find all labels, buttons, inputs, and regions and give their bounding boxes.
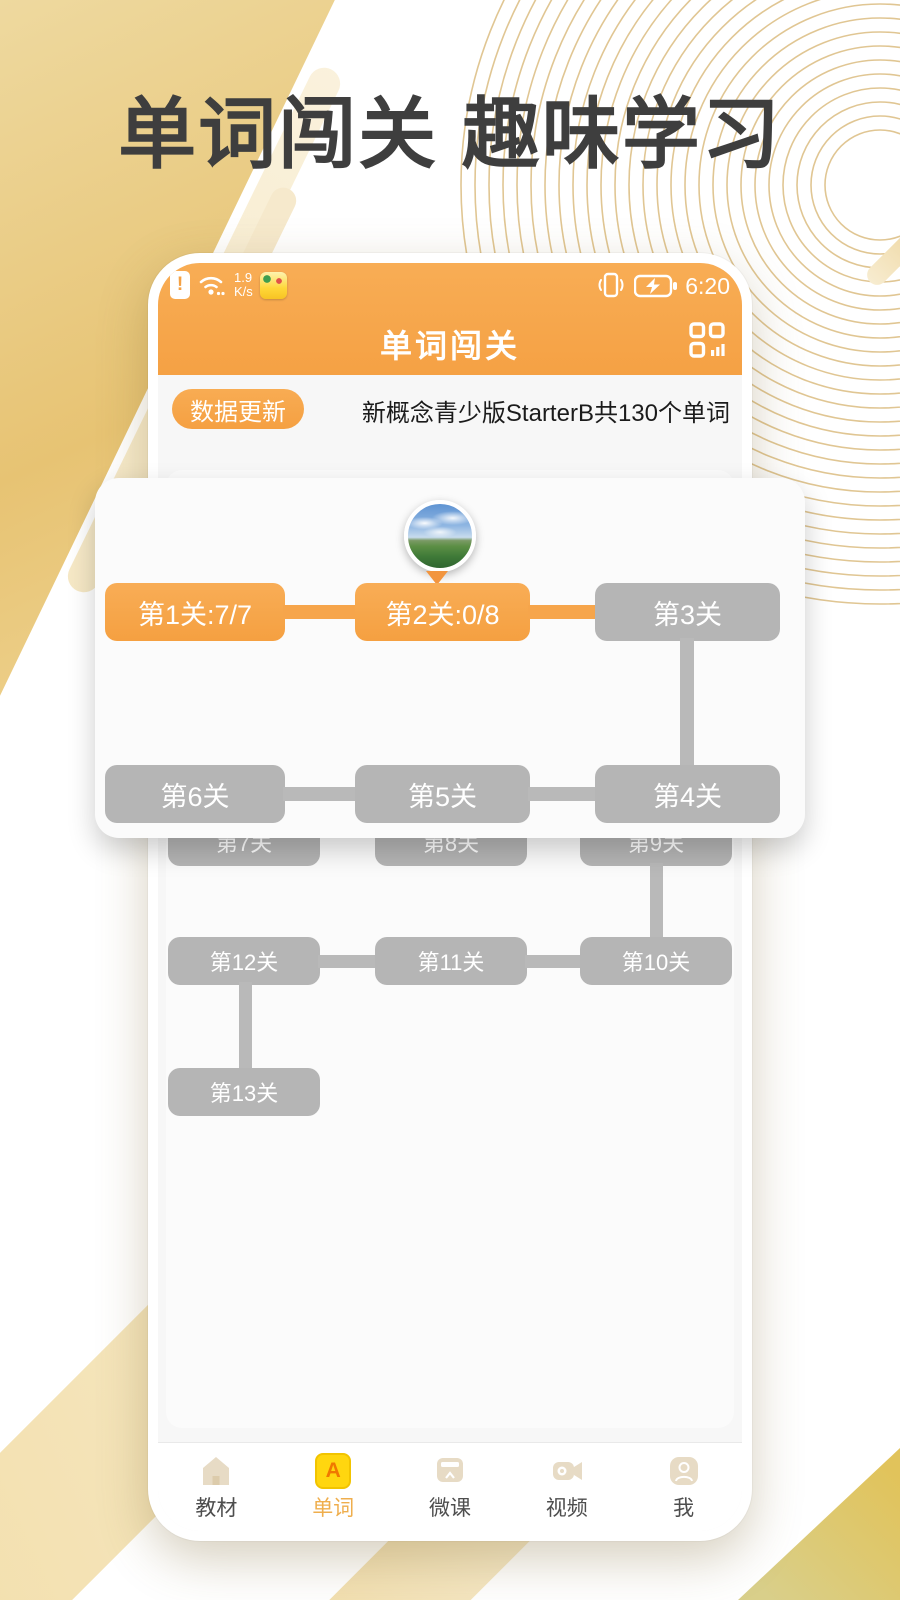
gold-stripe-top-right — [862, 206, 900, 290]
connector-12-13 — [239, 982, 252, 1071]
network-speed-value: 1.9 — [234, 270, 253, 286]
app-header: ! 1.9 K/s — [158, 263, 742, 375]
avatar-pointer-icon — [426, 571, 448, 585]
wifi-icon — [199, 276, 225, 296]
battery-charging-icon — [634, 274, 678, 298]
tab-label: 教材 — [195, 1497, 238, 1520]
course-summary: 新概念青少版StarterB共130个单词 — [361, 400, 730, 427]
level-box-10[interactable]: 第10关 — [580, 937, 732, 985]
tab-label: 单词 — [312, 1497, 355, 1520]
status-left-group: ! 1.9 K/s — [170, 271, 287, 299]
tab-microlessons[interactable]: 微课 — [392, 1443, 509, 1531]
status-bar: ! 1.9 K/s — [158, 267, 742, 307]
phone-mockup: ! 1.9 K/s — [148, 253, 752, 1541]
level-box-6[interactable]: 第6关 — [105, 765, 285, 823]
connector-5-4 — [528, 787, 597, 801]
tab-label: 微课 — [428, 1497, 471, 1520]
gold-wedge-bottom-right — [738, 1448, 900, 1600]
user-avatar[interactable] — [404, 500, 476, 572]
status-right-group: 6:20 — [595, 271, 730, 301]
clock-time: 6:20 — [685, 272, 730, 299]
level-box-3[interactable]: 第3关 — [595, 583, 780, 641]
page-title: 单词闯关 — [379, 328, 520, 364]
data-update-button[interactable]: 数据更新 — [172, 389, 304, 429]
sim-alert-icon: ! — [170, 271, 190, 299]
connector-9-10 — [650, 863, 663, 943]
level-box-4[interactable]: 第4关 — [595, 765, 780, 823]
hero-title: 单词闯关 趣味学习 — [118, 90, 782, 178]
app-thumbnail-icon — [259, 271, 287, 299]
tab-me[interactable]: 我 — [625, 1443, 742, 1531]
profile-icon — [665, 1452, 703, 1490]
connector-1-2 — [283, 605, 357, 619]
home-icon — [197, 1452, 235, 1490]
word-a-icon: A — [314, 1452, 352, 1490]
level-box-12[interactable]: 第12关 — [168, 937, 320, 985]
vibrate-icon — [598, 272, 624, 298]
update-row: 数据更新 新概念青少版StarterB共130个单词 — [158, 383, 742, 437]
connector-11-10 — [525, 955, 582, 968]
connector-2-3 — [528, 605, 597, 619]
level-box-13[interactable]: 第13关 — [168, 1068, 320, 1116]
tab-bar: 教材 A 单词 微课 — [158, 1442, 742, 1531]
level-box-5[interactable]: 第5关 — [355, 765, 530, 823]
level-map-overlay-card: 第1关:7/7 第2关:0/8 第3关 第6关 第5关 第4关 — [95, 478, 805, 838]
phone-screen: ! 1.9 K/s — [158, 263, 742, 1531]
level-box-1[interactable]: 第1关:7/7 — [105, 583, 285, 641]
tab-label: 视频 — [545, 1497, 588, 1520]
network-speed: 1.9 K/s — [234, 271, 253, 298]
video-camera-icon — [548, 1452, 586, 1490]
grid-dashboard-icon[interactable] — [688, 321, 726, 359]
tab-words[interactable]: A 单词 — [275, 1443, 392, 1531]
tab-textbook[interactable]: 教材 — [158, 1443, 275, 1531]
connector-3-4 — [680, 638, 694, 768]
level-box-2[interactable]: 第2关:0/8 — [355, 583, 530, 641]
connector-12-11 — [318, 955, 377, 968]
level-box-11[interactable]: 第11关 — [375, 937, 527, 985]
lecture-board-icon — [431, 1452, 469, 1490]
connector-6-5 — [283, 787, 357, 801]
tab-label: 我 — [673, 1497, 695, 1520]
network-speed-unit: K/s — [234, 284, 253, 299]
tab-videos[interactable]: 视频 — [508, 1443, 625, 1531]
